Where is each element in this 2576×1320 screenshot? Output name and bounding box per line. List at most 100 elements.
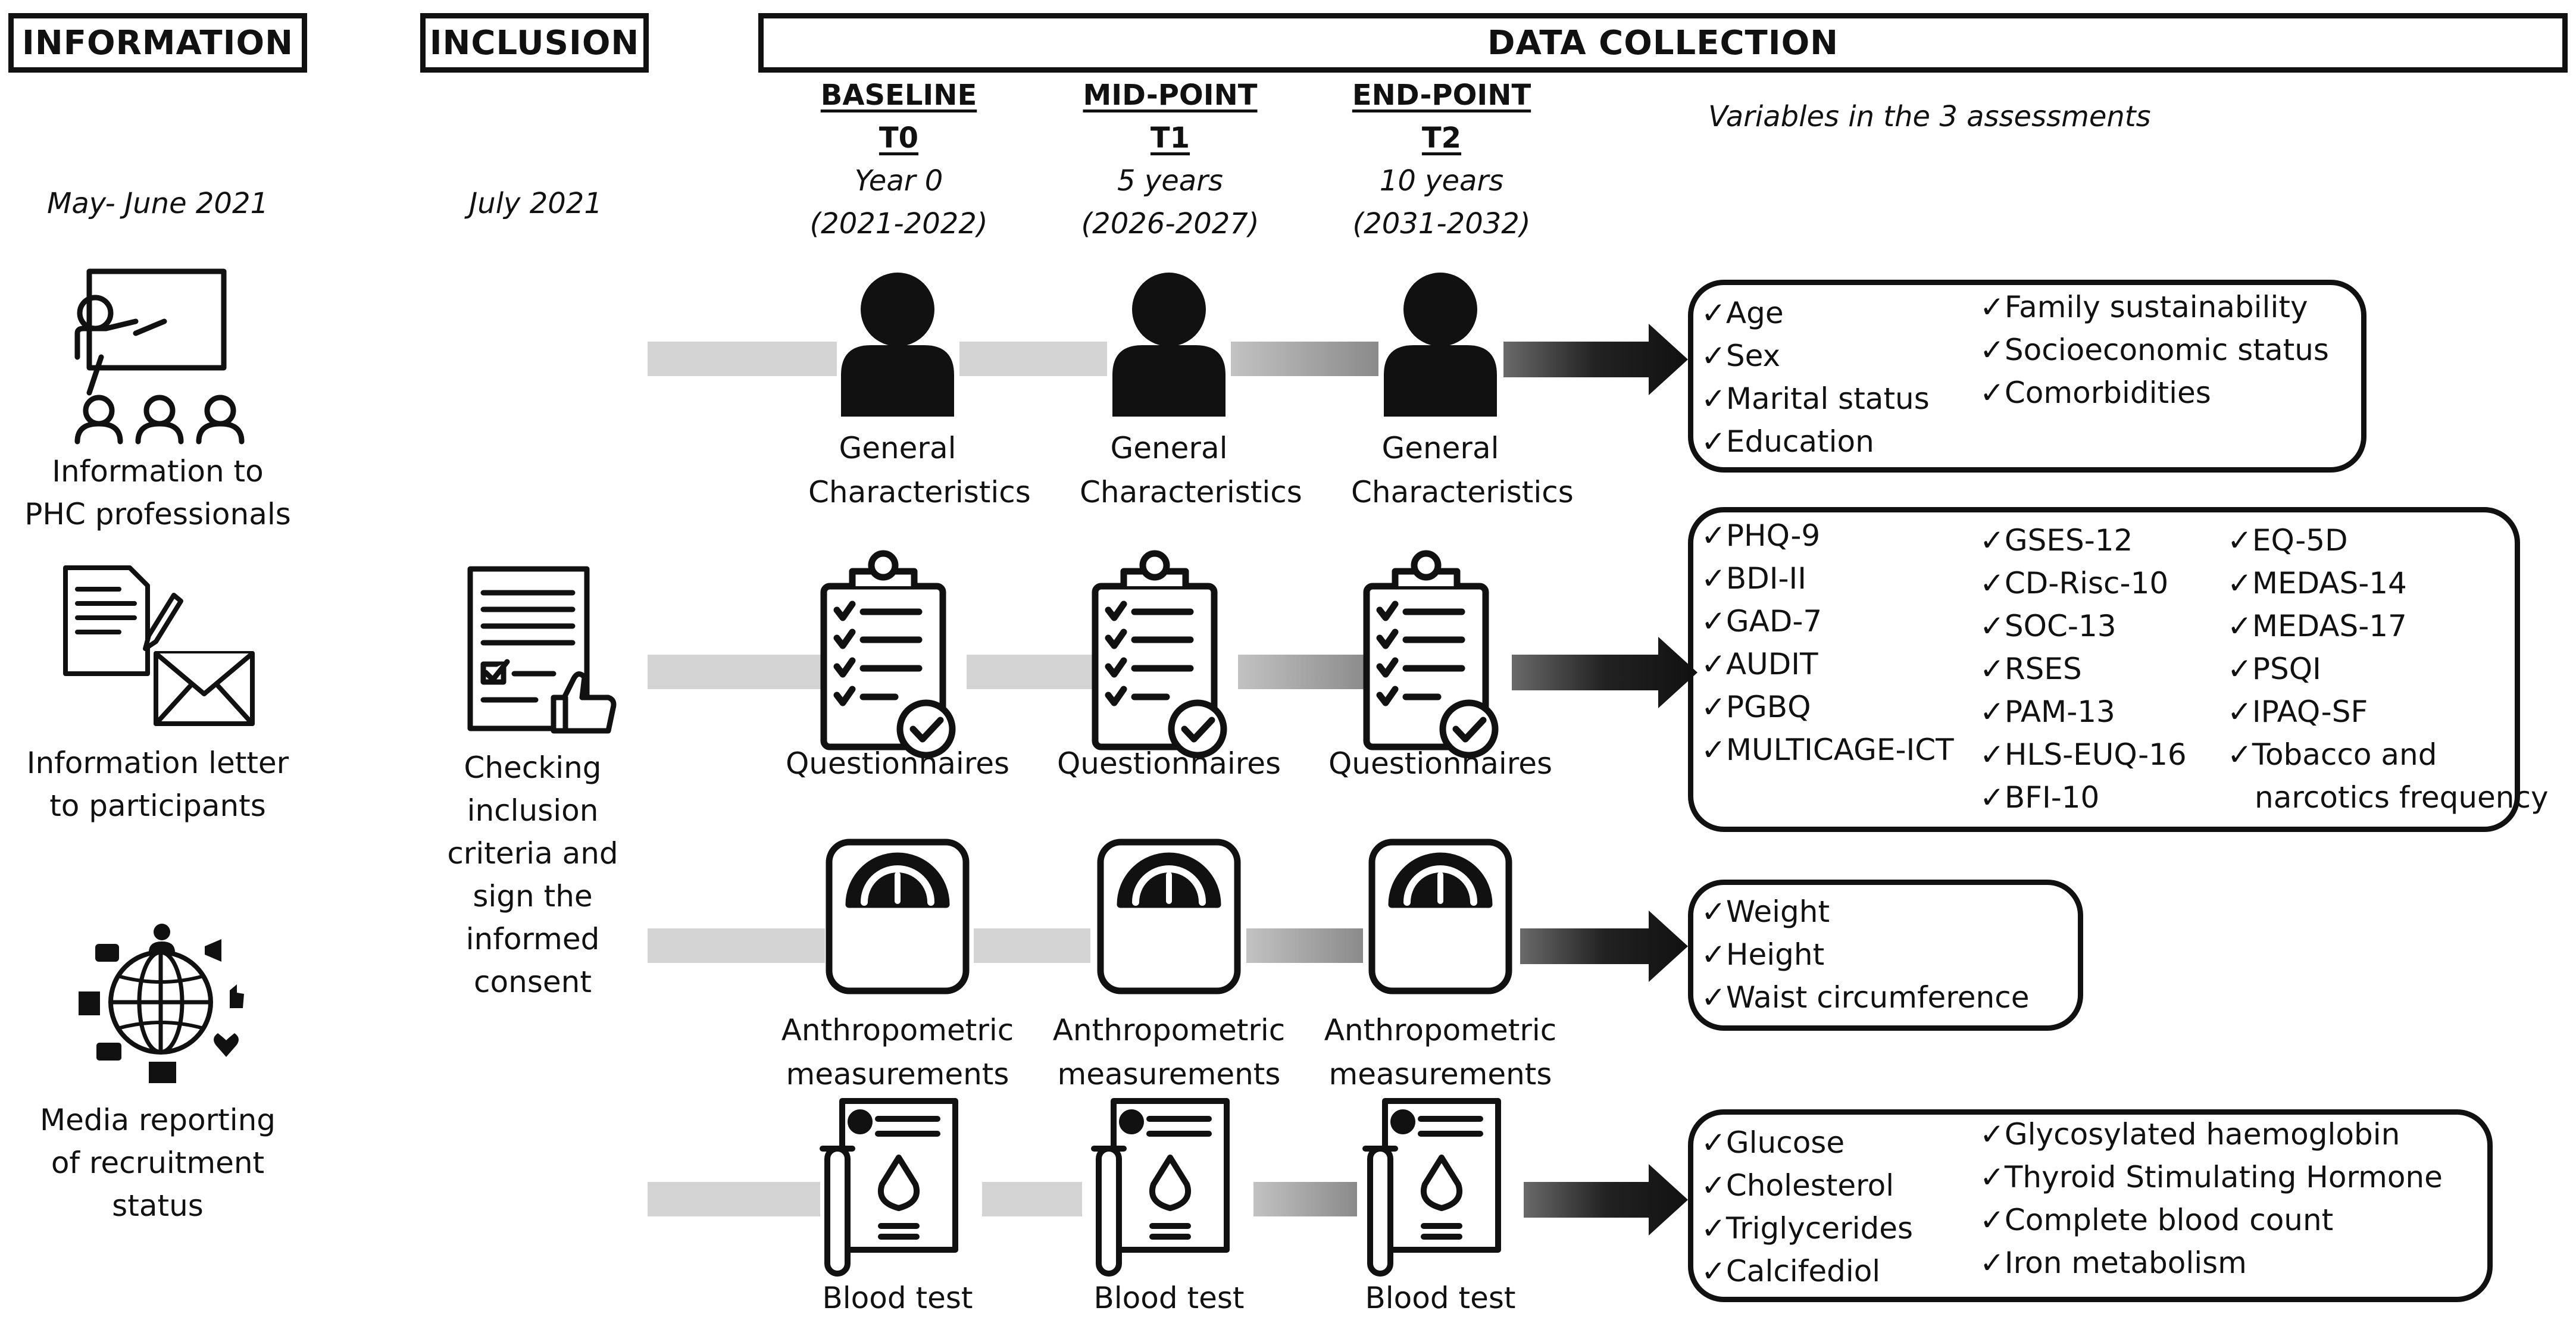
timepoint-code: T2 [1421,121,1462,155]
variables-general-col1: ✓Age ✓Sex ✓Marital status ✓Education [1701,292,1930,463]
variable-item: ✓Complete blood count [1980,1203,2334,1237]
variable-item: ✓BDI-II [1701,561,1806,596]
timepoint-t2: END-POINT T2 10 years (2031-2032) [1323,74,1561,245]
variables-general-col2: ✓Family sustainability ✓Socioeconomic st… [1980,286,2329,414]
variable-item: ✓Waist circumference [1701,980,2030,1015]
variable-item: ✓Tobacco and [2227,737,2437,772]
row-label-blood-t1: Blood test [1093,1281,1245,1315]
header-information: INFORMATION [8,13,307,73]
person-icon [841,273,954,417]
clipboard-check-icon [1367,553,1495,755]
variables-box-general [1688,280,2366,473]
variables-blood-col2: ✓Glycosylated haemoglobin ✓Thyroid Stimu… [1980,1113,2443,1284]
variable-item: ✓Sex [1701,339,1781,373]
variable-item: ✓RSES [1980,652,2082,686]
row-label-questionnaires-t2: Questionnaires [1328,746,1553,781]
variable-item: ✓Cholesterol [1701,1168,1895,1203]
information-date: May- June 2021 [46,187,269,220]
timepoint-year: Year 0 [854,164,943,198]
variables-anthropometric-col1: ✓Weight ✓Height ✓Waist circumference [1701,890,2029,1019]
variable-item: ✓Family sustainability [1980,290,2308,324]
timepoint-range: (2031-2032) [1352,207,1531,240]
checklist-thumbsup-icon [467,566,617,734]
variables-questionnaires-col2: ✓GSES-12 ✓CD-Risc-10 ✓SOC-13 ✓RSES ✓PAM-… [1980,519,2187,819]
variable-item: ✓PGBQ [1701,690,1811,724]
row-label-anthropometric-t2: Anthropometric measurements [1324,1013,1557,1091]
blood-test-icon [823,1101,955,1274]
row-label-questionnaires-t0: Questionnaires [785,746,1010,781]
variable-item: ✓CD-Risc-10 [1980,566,2169,600]
row-label-blood-t0: Blood test [822,1281,973,1315]
variable-item: ✓Comorbidities [1980,376,2211,410]
clipboard-check-icon [1095,553,1224,755]
letter-envelope-icon [63,565,255,726]
variable-item: ✓PAM-13 [1980,695,2115,729]
blood-test-icon [1365,1101,1498,1274]
timepoint-t1: MID-POINT T1 5 years (2026-2027) [1051,74,1289,245]
variable-item: ✓Glycosylated haemoglobin [1980,1117,2400,1152]
variables-blood-col1: ✓Glucose ✓Cholesterol ✓Triglycerides ✓Ca… [1701,1121,1913,1293]
header-inclusion: INCLUSION [420,13,649,73]
variable-item: ✓Socioeconomic status [1980,333,2329,367]
blood-test-icon [1094,1101,1227,1274]
variables-title: Variables in the 3 assessments [1708,100,2151,133]
info-label-media: Media reporting of recruitment status [39,1103,276,1223]
clipboard-check-icon [824,553,952,755]
timepoint-name: END-POINT [1352,79,1531,112]
row-label-general-t2: General Characteristics [1351,431,1574,509]
variable-item: ✓EQ-5D [2227,523,2348,558]
variables-box-questionnaires [1688,507,2520,832]
inclusion-label: Checking inclusion criteria and sign the… [447,750,618,999]
row-blood-bars [648,1164,1688,1235]
timepoint-t0: BASELINE T0 Year 0 (2021-2022) [780,74,1018,245]
row-label-questionnaires-t1: Questionnaires [1056,746,1281,781]
scale-icon [829,842,966,991]
variables-questionnaires-col3: ✓EQ-5D ✓MEDAS-14 ✓MEDAS-17 ✓PSQI ✓IPAQ-S… [2227,519,2549,819]
row-label-anthropometric-t0: Anthropometric measurements [781,1013,1014,1091]
variables-box-blood [1688,1109,2493,1302]
variable-item: ✓Triglycerides [1701,1211,1914,1246]
variable-item: ✓MULTICAGE-ICT [1701,733,1954,767]
scale-icon [1372,842,1509,991]
person-icon [1384,273,1497,417]
presentation-icon [74,268,245,445]
variables-questionnaires-col1: ✓PHQ-9 ✓BDI-II ✓GAD-7 ✓AUDIT ✓PGBQ ✓MULT… [1701,514,1954,771]
row-questionnaires-bars [648,637,1697,708]
media-globe-icon [79,924,244,1083]
variable-item: ✓Iron metabolism [1980,1246,2247,1280]
timepoint-year: 10 years [1379,164,1504,198]
variables-box-anthropometric [1688,880,2083,1031]
variable-item: ✓GSES-12 [1980,523,2133,558]
variable-item: ✓Glucose [1701,1125,1845,1160]
variable-item: ✓PSQI [2227,652,2321,686]
timepoint-range: (2021-2022) [809,207,988,240]
row-label-anthropometric-t1: Anthropometric measurements [1052,1013,1286,1091]
variable-item: ✓MEDAS-17 [2227,609,2407,643]
timepoint-code: T0 [879,121,919,155]
timepoint-name: BASELINE [820,79,977,112]
variable-item: ✓MEDAS-14 [2227,566,2407,600]
info-label-professionals: Information to PHC professionals [24,454,291,531]
variable-item: ✓Education [1701,424,1874,459]
row-label-general-t1: General Characteristics [1080,431,1302,509]
variable-item: ✓GAD-7 [1701,604,1822,639]
timepoint-year: 5 years [1117,164,1223,198]
variable-item: ✓Age [1701,296,1784,330]
variable-item: ✓Marital status [1701,381,1930,416]
row-general-bars [648,324,1688,395]
variable-item: ✓Weight [1701,894,1830,929]
timepoint-range: (2026-2027) [1081,207,1259,240]
header-data-collection: DATA COLLECTION [758,13,2568,73]
row-anthropometric-bars [648,911,1688,982]
variable-item: ✓Calcifediol [1701,1254,1881,1288]
variable-item: ✓HLS-EUQ-16 [1980,737,2187,772]
info-label-letter: Information letter to participants [26,746,289,823]
variable-item: ✓Thyroid Stimulating Hormone [1980,1160,2443,1194]
timepoint-name: MID-POINT [1083,79,1258,112]
variable-item: ✓SOC-13 [1980,609,2117,643]
inclusion-date: July 2021 [469,187,602,220]
row-label-blood-t2: Blood test [1365,1281,1516,1315]
person-icon [1112,273,1226,417]
variable-item: narcotics frequency [2255,780,2549,815]
